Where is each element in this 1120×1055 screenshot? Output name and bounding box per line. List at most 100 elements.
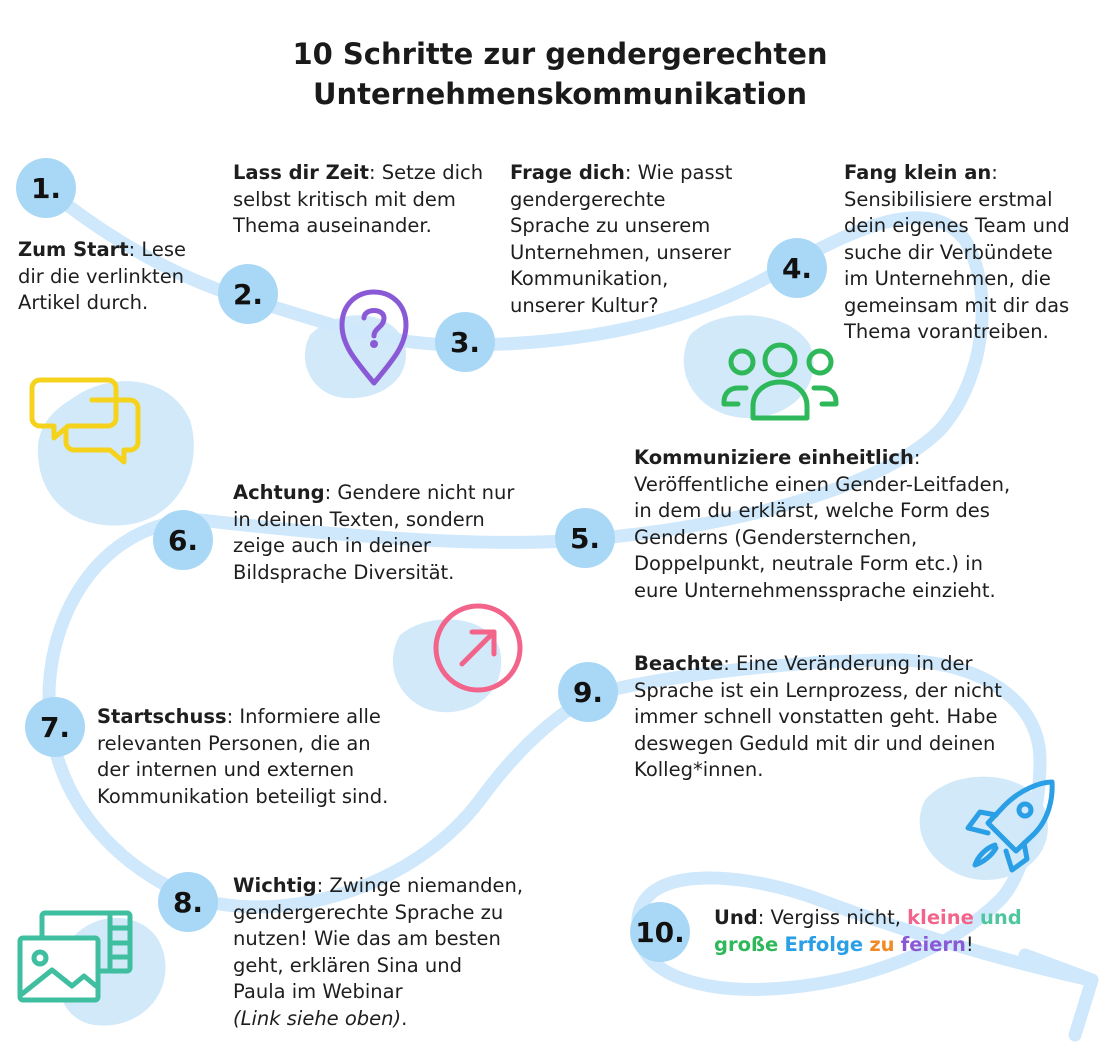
step-10-end: ! <box>965 932 974 956</box>
step-2-line-2: selbst kritisch mit dem <box>233 187 456 211</box>
step-6-line-1: : Gendere nicht nur <box>324 481 515 504</box>
step-3-number-text: 3. <box>449 325 481 359</box>
step-1-number-text: 1. <box>30 171 62 205</box>
step-4-text: Fang klein an: Sensibilisiere erstmal de… <box>844 160 1114 346</box>
word-erfolge: Erfolge <box>784 932 864 956</box>
step-5-line-2: Veröffentliche einen Gender-Leitfaden, <box>634 472 1011 496</box>
step-9-line-2: Sprache ist ein Lernprozess, der nicht <box>634 678 1002 702</box>
roadmap-arrow-head <box>1018 948 1099 1042</box>
step-4-line-7: Thema vorantreiben. <box>844 320 1049 343</box>
page-title-line-1: 10 Schritte zur gendergerechten <box>292 37 828 71</box>
people-group-icon <box>721 342 839 421</box>
step-3-line-2: gendergerechte <box>510 187 666 211</box>
step-7-number: 7. <box>25 697 85 757</box>
step-9-line-5: Kolleg*innen. <box>634 758 764 781</box>
step-6-label: Achtung <box>233 481 325 504</box>
step-2-label: Lass dir Zeit <box>233 161 370 184</box>
step-10-label: Und <box>714 906 758 929</box>
step-9-line-1: : Eine Veränderung in der <box>723 652 973 675</box>
step-1-line-1: : Lese <box>128 238 187 261</box>
step-5-line-3: in dem du erklärst, welche Form des <box>634 499 990 522</box>
step-8-line-5: Paula im Webinar <box>233 980 403 1003</box>
roadmap-path <box>41 183 1097 996</box>
chat-bubbles-icon <box>29 377 141 465</box>
step-4-label: Fang klein an <box>844 161 992 184</box>
step-5-text: Kommuniziere einheitlich: Veröffentliche… <box>634 445 1104 604</box>
step-6-number-text: 6. <box>167 523 199 557</box>
step-2-line-1: : Setze dich <box>369 161 484 184</box>
step-1-number: 1. <box>16 158 76 218</box>
word-und: und <box>980 906 1022 929</box>
step-5-number: 5. <box>555 508 615 568</box>
step-8-line-3: nutzen! Wie das am besten <box>233 927 501 950</box>
step-9-text: Beachte: Eine Veränderung in der Sprache… <box>634 651 1084 784</box>
step-3-line-4: Unternehmen, unserer <box>510 240 731 264</box>
step-2-text: Lass dir Zeit: Setze dich selbst kritisc… <box>233 160 503 240</box>
step-5-number-text: 5. <box>569 521 601 555</box>
step-1-line-3: Artikel durch. <box>18 291 149 314</box>
step-3-line-6: unserer Kultur? <box>510 293 659 317</box>
step-5-line-1: : <box>913 446 921 469</box>
step-1-label: Zum Start <box>18 238 129 261</box>
step-3-line-3: Sprache zu unserem <box>510 214 711 237</box>
step-8-text: Wichtig: Zwinge niemanden, gendergerecht… <box>233 873 553 1032</box>
rocket-icon <box>965 779 1055 873</box>
word-kleine: kleine <box>907 906 974 929</box>
step-5-line-6: eure Unternehmenssprache einzieht. <box>634 578 996 602</box>
step-9-number-text: 9. <box>572 675 604 709</box>
step-3-text: Frage dich: Wie passt gendergerechte Spr… <box>510 160 770 319</box>
step-5-line-4: Genderns (Gendersternchen, <box>634 525 918 549</box>
step-10-text: Und: Vergiss nicht, kleine und große Erf… <box>714 905 1104 958</box>
step-8-label: Wichtig <box>233 874 317 897</box>
step-10-number: 10. <box>630 902 690 962</box>
step-1-text: Zum Start: Lese dir die verlinkten Artik… <box>18 237 218 317</box>
step-4-line-4: suche dir Verbündete <box>844 240 1053 264</box>
step-7-text: Startschuss: Informiere alle relevanten … <box>97 704 437 810</box>
word-zu: zu <box>869 932 895 956</box>
step-7-label: Startschuss <box>97 705 227 728</box>
step-10-line-1: : Vergiss nicht, <box>757 906 908 929</box>
step-7-line-2: relevanten Personen, die an <box>97 731 371 755</box>
word-feiern: feiern <box>900 932 966 956</box>
step-8-link-note: (Link siehe oben) <box>233 1006 402 1030</box>
page-title-line-2: Unternehmenskommunikation <box>312 77 808 111</box>
blob-5 <box>919 776 1048 880</box>
step-4-number-text: 4. <box>781 251 813 285</box>
step-6-line-4: Bildsprache Diversität. <box>233 560 455 584</box>
arrow-up-right-circle-icon <box>433 603 523 693</box>
step-8-number-text: 8. <box>172 885 204 919</box>
step-7-number-text: 7. <box>39 710 71 744</box>
step-8-line-6-end: . <box>401 1006 408 1030</box>
step-3-line-5: Kommunikation, <box>510 267 669 290</box>
step-2-number-text: 2. <box>232 277 264 311</box>
location-pin-question-icon <box>339 289 409 386</box>
step-9-line-4: deswegen Geduld mit dir und deinen <box>634 731 996 755</box>
step-3-line-1: : Wie passt <box>624 161 733 184</box>
page-title: 10 Schritte zur gendergerechten Unterneh… <box>0 34 1120 114</box>
step-4-line-2: Sensibilisiere erstmal <box>844 187 1053 211</box>
step-6-line-3: zeige auch in deiner <box>233 534 431 557</box>
step-2-number: 2. <box>218 264 278 324</box>
word-grosse: große <box>714 932 779 956</box>
step-8-line-1: : Zwinge niemanden, <box>316 874 524 897</box>
step-7-line-1: : Informiere alle <box>226 705 381 728</box>
step-2-line-3: Thema auseinander. <box>233 214 432 237</box>
step-3-label: Frage dich <box>510 161 625 184</box>
step-4-line-1: : <box>991 161 998 184</box>
step-7-line-3: der internen und externen <box>97 758 355 781</box>
step-6-number: 6. <box>153 510 213 570</box>
step-3-number: 3. <box>435 312 495 372</box>
step-4-line-6: gemeinsam mit dir das <box>844 293 1070 317</box>
step-8-line-2: gendergerechte Sprache zu <box>233 900 504 924</box>
blob-3 <box>683 315 814 419</box>
step-10-number-text: 10. <box>635 915 685 949</box>
step-9-line-3: immer schnell vonstatten geht. Habe <box>634 705 998 728</box>
step-5-line-5: Doppelpunkt, neutrale Form etc.) in <box>634 552 983 575</box>
step-6-line-2: in deinen Texten, sondern <box>233 507 485 531</box>
step-9-number: 9. <box>558 662 618 722</box>
step-8-line-4: geht, erklären Sina und <box>233 953 462 977</box>
step-9-label: Beachte <box>634 652 724 675</box>
step-4-line-5: im Unternehmen, die <box>844 267 1051 290</box>
step-6-text: Achtung: Gendere nicht nur in deinen Tex… <box>233 480 543 586</box>
step-8-number: 8. <box>158 872 218 932</box>
